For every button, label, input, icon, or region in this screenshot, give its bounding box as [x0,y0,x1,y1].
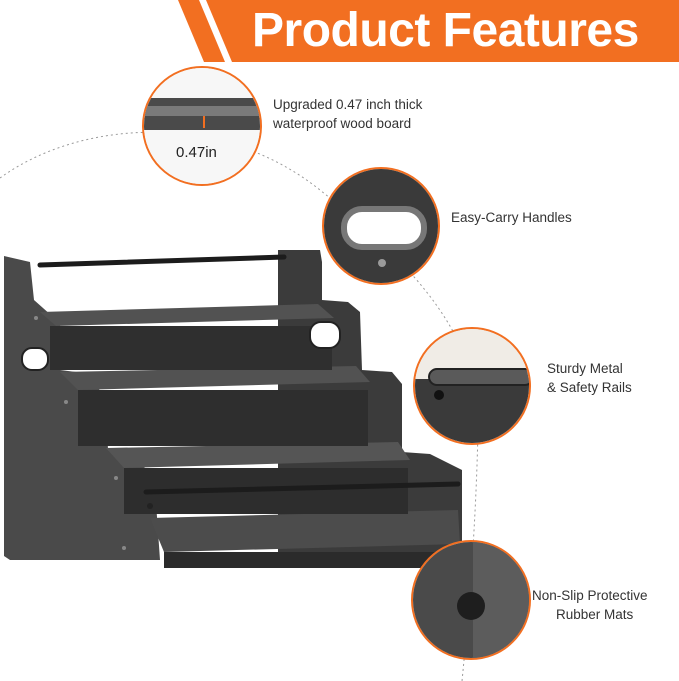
banner-title: Product Features [252,4,639,57]
rail-detail-circle [413,327,531,445]
feature-mat-line-2: Rubber Mats [556,607,634,622]
feature-rail-line-2: & Safety Rails [547,380,632,395]
handle-detail-circle [322,167,440,285]
feature-mat-line-1: Non-Slip Protective [532,588,648,603]
feature-mat-text: Non-Slip Protective Rubber Mats [532,586,648,624]
thickness-label: 0.47in [176,144,217,161]
feature-rail-line-1: Sturdy Metal [547,361,623,376]
feature-board-line-1: Upgraded 0.47 inch thick [273,97,423,112]
header-banner: Product Features [0,0,679,62]
feature-board-line-2: waterproof wood board [273,116,412,131]
rubber-mat-detail-circle [411,540,531,660]
wood-board-detail-circle [142,66,262,186]
feature-board-text: Upgraded 0.47 inch thick waterproof wood… [273,95,422,133]
feature-handle-text: Easy-Carry Handles [451,208,572,227]
feature-handle-line-1: Easy-Carry Handles [451,210,572,225]
feature-rail-text: Sturdy Metal & Safety Rails [547,359,632,397]
